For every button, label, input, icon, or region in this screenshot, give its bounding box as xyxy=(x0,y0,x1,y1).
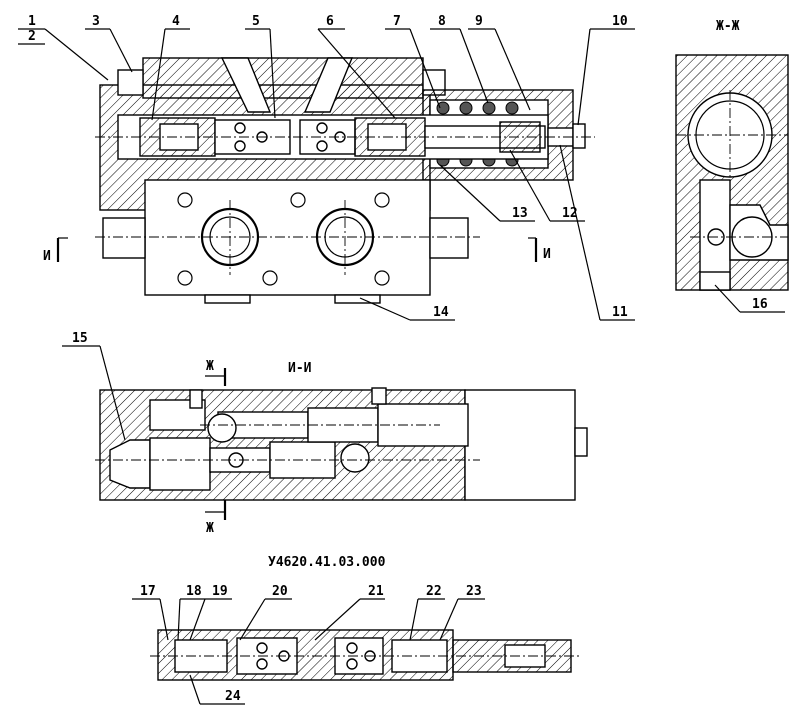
section-ii-title: И-И xyxy=(288,361,312,376)
callout-1: 1 xyxy=(28,14,36,29)
callout-4: 4 xyxy=(172,14,180,29)
callout-9: 9 xyxy=(475,14,483,29)
callout-10: 10 xyxy=(612,14,628,29)
callout-11: 11 xyxy=(612,305,628,320)
callout-13: 13 xyxy=(512,206,528,221)
callout-3: 3 xyxy=(92,14,100,29)
callouts: 1 2 3 4 5 6 7 8 9 10 xyxy=(18,14,785,705)
callout-12: 12 xyxy=(562,206,578,221)
callout-18: 18 xyxy=(186,584,202,599)
section-zh-title: Ж-Ж xyxy=(716,19,740,34)
callout-24: 24 xyxy=(225,689,241,704)
callout-8: 8 xyxy=(438,14,446,29)
main-view xyxy=(95,57,595,304)
callout-2: 2 xyxy=(28,29,36,44)
cut-mark-i-right: И xyxy=(528,237,551,262)
drawing-number: У4620.41.03.000 xyxy=(268,555,386,570)
cut-mark-i-left: И xyxy=(43,237,68,264)
callout-23: 23 xyxy=(466,584,482,599)
callout-21: 21 xyxy=(368,584,384,599)
callout-6: 6 xyxy=(326,14,334,29)
svg-text:И: И xyxy=(543,247,551,262)
svg-text:Ж: Ж xyxy=(206,521,214,536)
callout-20: 20 xyxy=(272,584,288,599)
svg-text:И: И xyxy=(43,249,51,264)
callout-15: 15 xyxy=(72,331,88,346)
callout-17: 17 xyxy=(140,584,156,599)
spool-assembly xyxy=(150,629,580,681)
callout-16: 16 xyxy=(752,297,768,312)
callout-22: 22 xyxy=(426,584,442,599)
section-i-i: И-И Ж Ж xyxy=(95,359,588,536)
callout-5: 5 xyxy=(252,14,260,29)
callout-14: 14 xyxy=(433,305,449,320)
callout-7: 7 xyxy=(393,14,401,29)
callout-19: 19 xyxy=(212,584,228,599)
section-zh-zh: Ж-Ж xyxy=(675,19,789,291)
svg-text:Ж: Ж xyxy=(206,359,214,374)
